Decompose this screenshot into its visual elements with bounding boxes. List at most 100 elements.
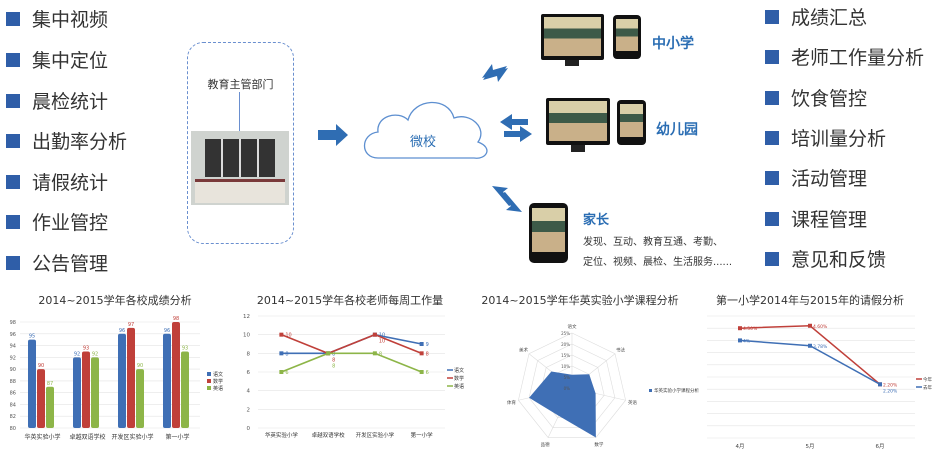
- y-tick-label: 0: [247, 426, 251, 432]
- authority-box: [187, 42, 294, 244]
- data-point: [372, 351, 377, 356]
- x-tick-label: 4月: [736, 443, 745, 450]
- bullet-square-icon: [765, 251, 779, 266]
- bullet-square-icon: [765, 90, 779, 105]
- feature-item: 培训量分析: [765, 124, 886, 151]
- r-tick-label: 5%: [564, 375, 571, 380]
- legend-label: 华英实验小学课程分析: [654, 387, 699, 394]
- y-tick-label: 8: [247, 351, 251, 357]
- x-tick-label: 卓越双语学校: [69, 433, 105, 441]
- axis-label: 书法: [616, 346, 625, 353]
- bar: [127, 327, 135, 428]
- bullet-square-icon: [765, 211, 779, 226]
- feature-label: 课程管理: [791, 209, 868, 231]
- data-point: [738, 326, 742, 331]
- bar: [46, 386, 54, 428]
- feature-item: 作业管控: [6, 208, 108, 235]
- data-label: 8: [332, 357, 335, 363]
- data-point: [419, 370, 424, 374]
- data-point: [372, 332, 377, 337]
- bullet-square-icon: [6, 214, 20, 229]
- bullet-square-icon: [6, 11, 20, 26]
- data-point: [808, 343, 812, 348]
- bar: [118, 333, 126, 428]
- classroom-photo: [544, 17, 601, 56]
- y-tick-label: 4: [247, 389, 251, 395]
- sync-arrows-icon: [500, 114, 532, 142]
- bullet-square-icon: [765, 49, 779, 64]
- bar: [28, 339, 36, 428]
- axis-label: 品德: [541, 441, 550, 448]
- data-label: 4%: [743, 338, 751, 344]
- radar-area: [529, 371, 596, 438]
- bullet-square-icon: [6, 93, 20, 108]
- legend-label: 语文: [454, 367, 464, 374]
- cloud-label: 微校: [409, 135, 436, 150]
- monitor-stand: [565, 60, 579, 66]
- bar: [91, 357, 99, 428]
- y-tick-label: 94: [10, 344, 16, 350]
- legend-label: 去年: [923, 384, 932, 391]
- data-label: 98: [173, 316, 179, 322]
- parent-desc: 定位、视频、晨检、生活服务......: [583, 257, 733, 268]
- x-tick-label: 第一小学: [411, 431, 434, 439]
- feature-label: 成绩汇总: [791, 7, 868, 29]
- bullet-square-icon: [6, 255, 20, 270]
- data-label: 6: [426, 370, 429, 376]
- feature-item: 集中视频: [6, 5, 108, 32]
- data-label: 4.60%: [813, 324, 828, 330]
- bullet-square-icon: [6, 133, 20, 148]
- feature-item: 意见和反馈: [765, 245, 886, 272]
- axis-label: 体育: [507, 399, 516, 406]
- data-point: [808, 323, 812, 328]
- feature-item: 请假统计: [6, 168, 108, 195]
- bar: [82, 351, 90, 428]
- desktop-monitor-kindergarten: [546, 98, 610, 145]
- data-label: 92: [92, 351, 98, 357]
- y-tick-label: 6: [247, 370, 251, 376]
- legend-swatch: [649, 389, 652, 392]
- radar-grid: [528, 343, 616, 428]
- parent-desc: 发现、互动、教育互通、考勤、: [583, 237, 723, 248]
- chart-title: 2014~2015学年各校成绩分析: [38, 294, 192, 307]
- x-tick-label: 5月: [806, 443, 815, 450]
- data-label: 8: [379, 351, 382, 357]
- data-label: 92: [74, 351, 80, 357]
- feature-label: 活动管理: [791, 168, 868, 190]
- radar-grid: [518, 332, 626, 438]
- legend-label: 数学: [454, 375, 464, 382]
- feature-label: 集中定位: [32, 50, 109, 72]
- y-tick-label: 90: [10, 367, 16, 373]
- r-tick-label: 0%: [564, 386, 571, 391]
- data-label: 97: [128, 322, 134, 328]
- legend-label: 今年: [923, 376, 932, 383]
- classroom-photo: [549, 101, 607, 141]
- bar: [37, 369, 45, 428]
- x-tick-label: 华英实验小学: [24, 433, 60, 441]
- r-tick-label: 25%: [561, 331, 570, 336]
- data-label: 93: [182, 345, 188, 351]
- series-line: [281, 333, 422, 355]
- series-line: [739, 325, 881, 385]
- cloud-icon: [363, 101, 488, 159]
- monitor-wall: [205, 139, 275, 177]
- connector-line: [239, 92, 240, 131]
- series-line: [281, 352, 422, 373]
- parent-label: 家长: [583, 213, 610, 228]
- data-label: 93: [83, 345, 89, 351]
- chart-title: 第一小学2014年与2015年的请假分析: [716, 294, 904, 307]
- y-tick-label: 86: [10, 391, 16, 397]
- bullet-square-icon: [765, 130, 779, 145]
- data-label: 2.20%: [883, 388, 898, 394]
- axis-label: 数学: [594, 441, 603, 448]
- r-tick-label: 20%: [561, 342, 570, 347]
- y-tick-label: 12: [243, 314, 250, 320]
- feature-item: 老师工作量分析: [765, 43, 924, 70]
- feature-label: 饮食管控: [791, 88, 868, 110]
- data-point: [279, 332, 284, 337]
- feature-item: 饮食管控: [765, 84, 867, 111]
- data-point: [279, 370, 284, 374]
- legend-swatch: [207, 386, 211, 390]
- data-label: 90: [137, 363, 143, 369]
